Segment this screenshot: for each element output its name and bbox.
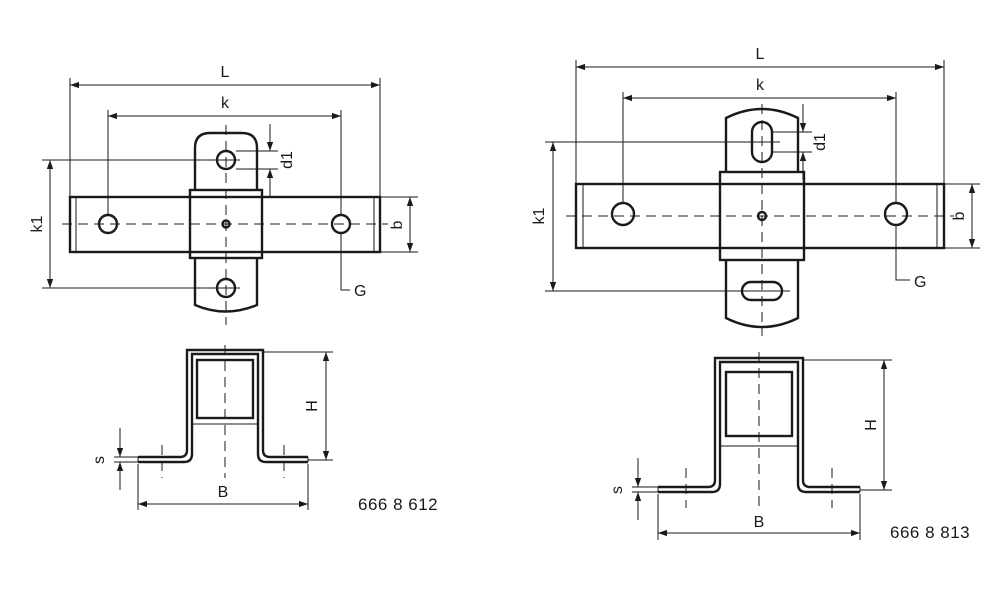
- right-label-s: s: [609, 486, 626, 494]
- right-part-number: 666 8 813: [890, 523, 970, 542]
- right-bottom-tab: [724, 260, 800, 329]
- right-label-G: G: [914, 274, 926, 291]
- right-label-k: k: [756, 77, 765, 94]
- left-side-view: H s B: [91, 345, 333, 510]
- right-hole-right: [883, 201, 909, 227]
- left-label-G: G: [354, 283, 366, 300]
- right-label-d1: d1: [812, 133, 829, 151]
- left-label-b: b: [389, 220, 406, 229]
- right-hole-left: [610, 201, 636, 227]
- right-label-k1: k1: [531, 207, 548, 224]
- right-label-B: B: [754, 514, 765, 531]
- left-part-number: 666 8 612: [358, 495, 438, 514]
- left-label-k: k: [221, 95, 230, 112]
- left-label-H: H: [304, 400, 321, 412]
- right-label-b: b: [951, 211, 968, 220]
- left-label-B: B: [218, 484, 229, 501]
- left-label-L: L: [221, 64, 230, 81]
- left-strap-inner: [138, 348, 308, 459]
- left-bottom-tab: [193, 258, 259, 313]
- right-label-H: H: [863, 419, 880, 431]
- left-strap-outer: [138, 352, 308, 464]
- left-label-s: s: [91, 456, 108, 464]
- right-top-view: L k k1 d1 b G: [531, 46, 980, 336]
- left-label-d1: d1: [279, 151, 296, 169]
- left-label-k1: k1: [29, 215, 46, 232]
- right-label-L: L: [756, 46, 765, 63]
- left-top-view: L k k1 d1 b G: [29, 64, 418, 325]
- right-side-view: H s B: [609, 352, 892, 540]
